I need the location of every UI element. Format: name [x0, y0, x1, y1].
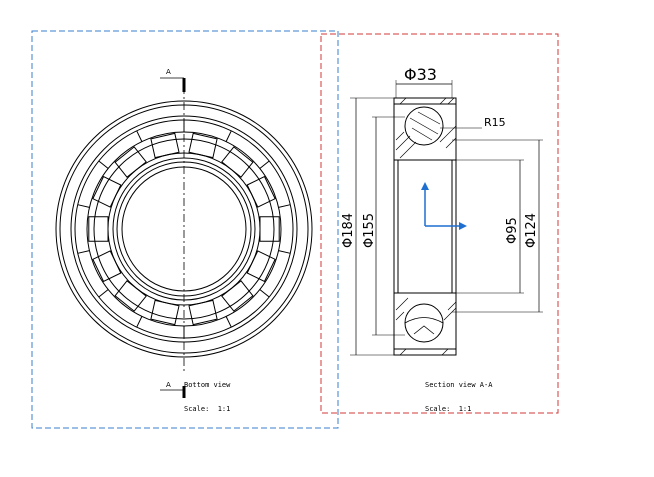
- dim-bore-diameter: Φ95: [505, 217, 520, 244]
- dim-ball-diameter: Φ33: [404, 65, 437, 84]
- cage-pocket: [246, 175, 276, 208]
- section-view-caption: Section view A-A Scale: 1:1: [425, 365, 492, 421]
- section-mark-bottom: A: [160, 381, 186, 398]
- bottom-view-caption: Bottom view Scale: 1:1: [184, 365, 230, 421]
- cage-tick: [225, 316, 232, 328]
- cage-pocket: [88, 216, 109, 242]
- cage-tick: [98, 160, 109, 169]
- bottom-view-scale: Scale: 1:1: [184, 405, 231, 413]
- cage-pocket: [188, 299, 218, 326]
- section-view-title: Section view A-A: [425, 381, 493, 389]
- cage-tick: [225, 130, 232, 142]
- cage-tick: [136, 130, 143, 142]
- cage-tick: [136, 316, 143, 328]
- cage-pocket: [188, 132, 218, 159]
- cage-pocket: [221, 146, 254, 178]
- cage-pocket: [92, 250, 122, 283]
- section-mark-top: A: [160, 68, 186, 92]
- section-view-frame: [320, 33, 559, 414]
- cage-pocket: [114, 146, 147, 178]
- cage-pocket: [114, 280, 147, 312]
- cage-pocket: [259, 216, 280, 242]
- bottom-view-title: Bottom view: [184, 381, 231, 389]
- cage-pocket: [150, 299, 180, 326]
- cage-tick: [278, 250, 291, 254]
- cage-pocket: [221, 280, 254, 312]
- cage-pocket: [246, 250, 276, 283]
- section-mark-top-label: A: [166, 68, 171, 76]
- dim-radius: R15: [484, 116, 506, 129]
- cage-tick: [98, 289, 109, 298]
- dim-inner-ring-diameter: Φ124: [524, 213, 539, 248]
- dim-outer-diameter: Φ184: [341, 213, 356, 248]
- bottom-view-frame: [31, 30, 339, 429]
- cage-pockets: [77, 120, 291, 338]
- cage-tick: [278, 204, 291, 208]
- cage-tick: [77, 204, 90, 208]
- ball-top: [404, 106, 444, 146]
- cage-tick: [259, 160, 270, 169]
- axis-indicator: [421, 182, 467, 230]
- cage-pocket: [150, 132, 180, 159]
- cage-tick: [259, 289, 270, 298]
- section-mark-bottom-label: A: [166, 381, 171, 389]
- cage-pocket: [92, 175, 122, 208]
- section-view-scale: Scale: 1:1: [425, 405, 472, 413]
- bottom-view: [55, 86, 313, 372]
- dim-outer-groove-diameter: Φ155: [362, 213, 377, 248]
- cage-tick: [77, 250, 90, 254]
- ball-bottom: [404, 303, 444, 343]
